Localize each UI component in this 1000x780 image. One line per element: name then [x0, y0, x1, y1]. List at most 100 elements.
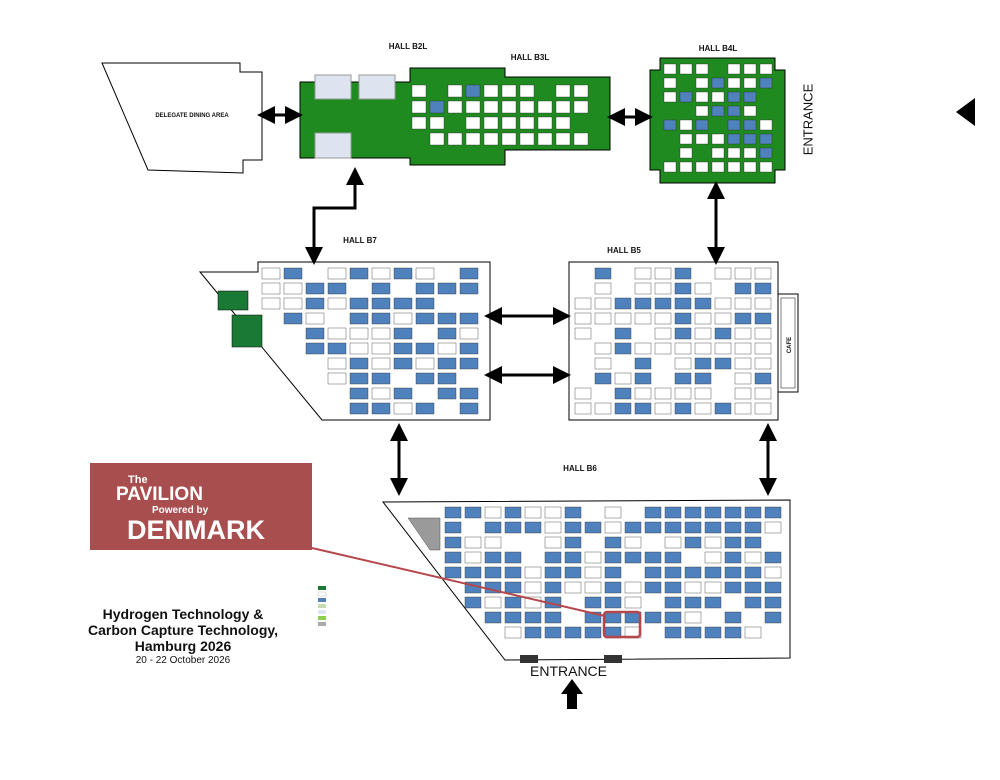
booth[interactable]	[429, 100, 445, 114]
booth[interactable]	[555, 100, 571, 114]
booth[interactable]	[484, 611, 502, 624]
booth[interactable]	[679, 147, 693, 159]
booth[interactable]	[754, 267, 772, 280]
booth[interactable]	[634, 402, 652, 415]
booth[interactable]	[465, 100, 481, 114]
booth[interactable]	[594, 282, 612, 295]
booth[interactable]	[429, 116, 445, 130]
booth[interactable]	[684, 506, 702, 519]
booth[interactable]	[634, 372, 652, 385]
booth[interactable]	[504, 611, 522, 624]
booth[interactable]	[594, 357, 612, 370]
booth[interactable]	[555, 116, 571, 130]
booth[interactable]	[734, 342, 752, 355]
booth[interactable]	[444, 566, 462, 579]
booth[interactable]	[759, 63, 773, 75]
booth[interactable]	[555, 132, 571, 146]
booth[interactable]	[724, 551, 742, 564]
booth[interactable]	[415, 312, 435, 325]
booth[interactable]	[459, 402, 479, 415]
booth[interactable]	[684, 596, 702, 609]
booth[interactable]	[483, 116, 499, 130]
booth[interactable]	[724, 536, 742, 549]
booth[interactable]	[644, 566, 662, 579]
booth[interactable]	[371, 312, 391, 325]
booth[interactable]	[694, 342, 712, 355]
booth[interactable]	[743, 63, 757, 75]
booth[interactable]	[349, 402, 369, 415]
booth[interactable]	[694, 297, 712, 310]
booth[interactable]	[327, 357, 347, 370]
booth[interactable]	[734, 387, 752, 400]
booth[interactable]	[544, 611, 562, 624]
cafe[interactable]	[777, 293, 799, 393]
booth[interactable]	[654, 282, 672, 295]
booth[interactable]	[327, 342, 347, 355]
booth[interactable]	[724, 581, 742, 594]
booth[interactable]	[283, 282, 303, 295]
booth[interactable]	[349, 387, 369, 400]
booth[interactable]	[437, 342, 457, 355]
booth[interactable]	[684, 536, 702, 549]
booth[interactable]	[564, 506, 582, 519]
booth[interactable]	[519, 132, 535, 146]
booth[interactable]	[704, 581, 722, 594]
booth[interactable]	[459, 282, 479, 295]
booth[interactable]	[711, 161, 725, 173]
booth[interactable]	[261, 267, 281, 280]
booth[interactable]	[459, 327, 479, 340]
booth[interactable]	[437, 372, 457, 385]
delegate-dining-area[interactable]	[101, 62, 263, 174]
booth[interactable]	[674, 267, 692, 280]
booth[interactable]	[437, 312, 457, 325]
booth[interactable]	[694, 357, 712, 370]
booth[interactable]	[674, 387, 692, 400]
booth[interactable]	[444, 506, 462, 519]
booth[interactable]	[574, 402, 592, 415]
booth[interactable]	[604, 521, 622, 534]
booth[interactable]	[574, 297, 592, 310]
booth[interactable]	[684, 521, 702, 534]
booth[interactable]	[411, 116, 427, 130]
booth[interactable]	[464, 596, 482, 609]
booth[interactable]	[744, 506, 762, 519]
booth[interactable]	[694, 372, 712, 385]
booth[interactable]	[704, 521, 722, 534]
booth[interactable]	[754, 327, 772, 340]
booth[interactable]	[327, 297, 347, 310]
booth[interactable]	[764, 596, 782, 609]
booth[interactable]	[674, 357, 692, 370]
booth[interactable]	[711, 147, 725, 159]
booth[interactable]	[711, 91, 725, 103]
booth[interactable]	[524, 581, 542, 594]
booth[interactable]	[734, 297, 752, 310]
booth[interactable]	[754, 312, 772, 325]
booth[interactable]	[444, 536, 462, 549]
booth[interactable]	[694, 282, 712, 295]
booth[interactable]	[484, 551, 502, 564]
booth[interactable]	[501, 116, 517, 130]
booth[interactable]	[679, 119, 693, 131]
booth[interactable]	[754, 387, 772, 400]
booth[interactable]	[349, 312, 369, 325]
booth[interactable]	[734, 357, 752, 370]
booth[interactable]	[349, 357, 369, 370]
booth[interactable]	[644, 506, 662, 519]
booth[interactable]	[764, 506, 782, 519]
booth[interactable]	[371, 372, 391, 385]
booth[interactable]	[604, 596, 622, 609]
booth[interactable]	[744, 566, 762, 579]
booth[interactable]	[444, 551, 462, 564]
booth[interactable]	[624, 521, 642, 534]
booth[interactable]	[604, 551, 622, 564]
booth[interactable]	[574, 387, 592, 400]
booth[interactable]	[624, 536, 642, 549]
booth[interactable]	[764, 566, 782, 579]
booth[interactable]	[634, 297, 652, 310]
booth[interactable]	[684, 611, 702, 624]
booth[interactable]	[584, 566, 602, 579]
booth[interactable]	[519, 100, 535, 114]
booth[interactable]	[734, 312, 752, 325]
booth[interactable]	[754, 357, 772, 370]
booth[interactable]	[415, 342, 435, 355]
